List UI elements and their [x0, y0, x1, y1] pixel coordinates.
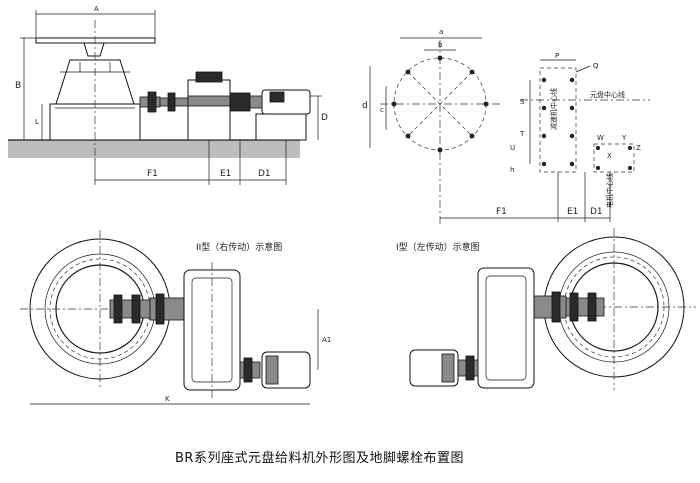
motor-bolt-area — [593, 143, 635, 173]
bolt-holes — [391, 55, 489, 153]
disc-hub — [83, 42, 105, 57]
reducer-bolt-area — [539, 67, 577, 173]
dim-L-label: L — [35, 118, 39, 126]
type-ii-title: II型（右传动）示意图 — [196, 241, 282, 253]
dim-Q-label: Q — [593, 62, 599, 70]
reducer-plan-left — [477, 267, 535, 389]
dim-a-label: a — [439, 28, 443, 36]
reducer-centerline-note: 减速机中心线 — [549, 88, 558, 130]
dim-c-label: c — [380, 106, 384, 114]
dim-W-label: W — [597, 134, 604, 142]
dim-D-label: D — [321, 113, 328, 123]
dim-A1-label: A1 — [322, 336, 331, 344]
reducer-housing — [187, 79, 231, 141]
ground-hatch — [8, 140, 300, 158]
dim-K-label: K — [165, 395, 170, 403]
figure-caption: BR系列座式元盘给料机外形图及地脚螺栓布置图 — [175, 450, 464, 466]
center-line-label: 元盘中心线 — [590, 90, 625, 99]
dim-A-label: A — [94, 5, 99, 13]
dim-E1-plan-label: E1 — [567, 207, 578, 217]
motor-body — [261, 89, 311, 115]
dim-Y-label: Y — [621, 134, 627, 142]
motor-centerline-note: 电机中心线 — [605, 173, 614, 208]
dim-U-label: U — [510, 144, 515, 152]
dim-b-label: b — [438, 41, 443, 49]
dim-P-label: P — [555, 52, 559, 60]
feeder-cone — [55, 59, 135, 105]
dim-d-label: d — [362, 101, 368, 111]
bolt-layout-plan: a b d c 元盘中心线 P Q S T U h 减速机中心线 — [362, 28, 650, 225]
coupling-2 — [229, 92, 251, 112]
dim-D1-plan-label: D1 — [590, 207, 603, 217]
feed-disc-plate — [35, 37, 156, 44]
dim-F1-label: F1 — [147, 169, 158, 179]
dim-Z-label: Z — [636, 144, 641, 152]
type-i-title: I型（左传动）示意图 — [396, 241, 480, 253]
side-elevation-view: A B L D F1 E1 D1 — [8, 5, 328, 185]
dim-X-label: X — [607, 152, 612, 160]
dim-E1-label: E1 — [220, 169, 231, 179]
dim-h-label: h — [510, 166, 514, 174]
dim-F1-plan-label: F1 — [496, 207, 507, 217]
dim-D1-label: D1 — [258, 169, 271, 179]
type-ii-right-drive-view: II型（右传动）示意图 A1 K — [20, 230, 331, 405]
type-i-left-drive-view: I型（左传动）示意图 — [396, 228, 696, 390]
dim-T-label: T — [519, 130, 525, 138]
dim-B-label: B — [15, 81, 21, 91]
dim-S-label: S — [520, 98, 525, 106]
